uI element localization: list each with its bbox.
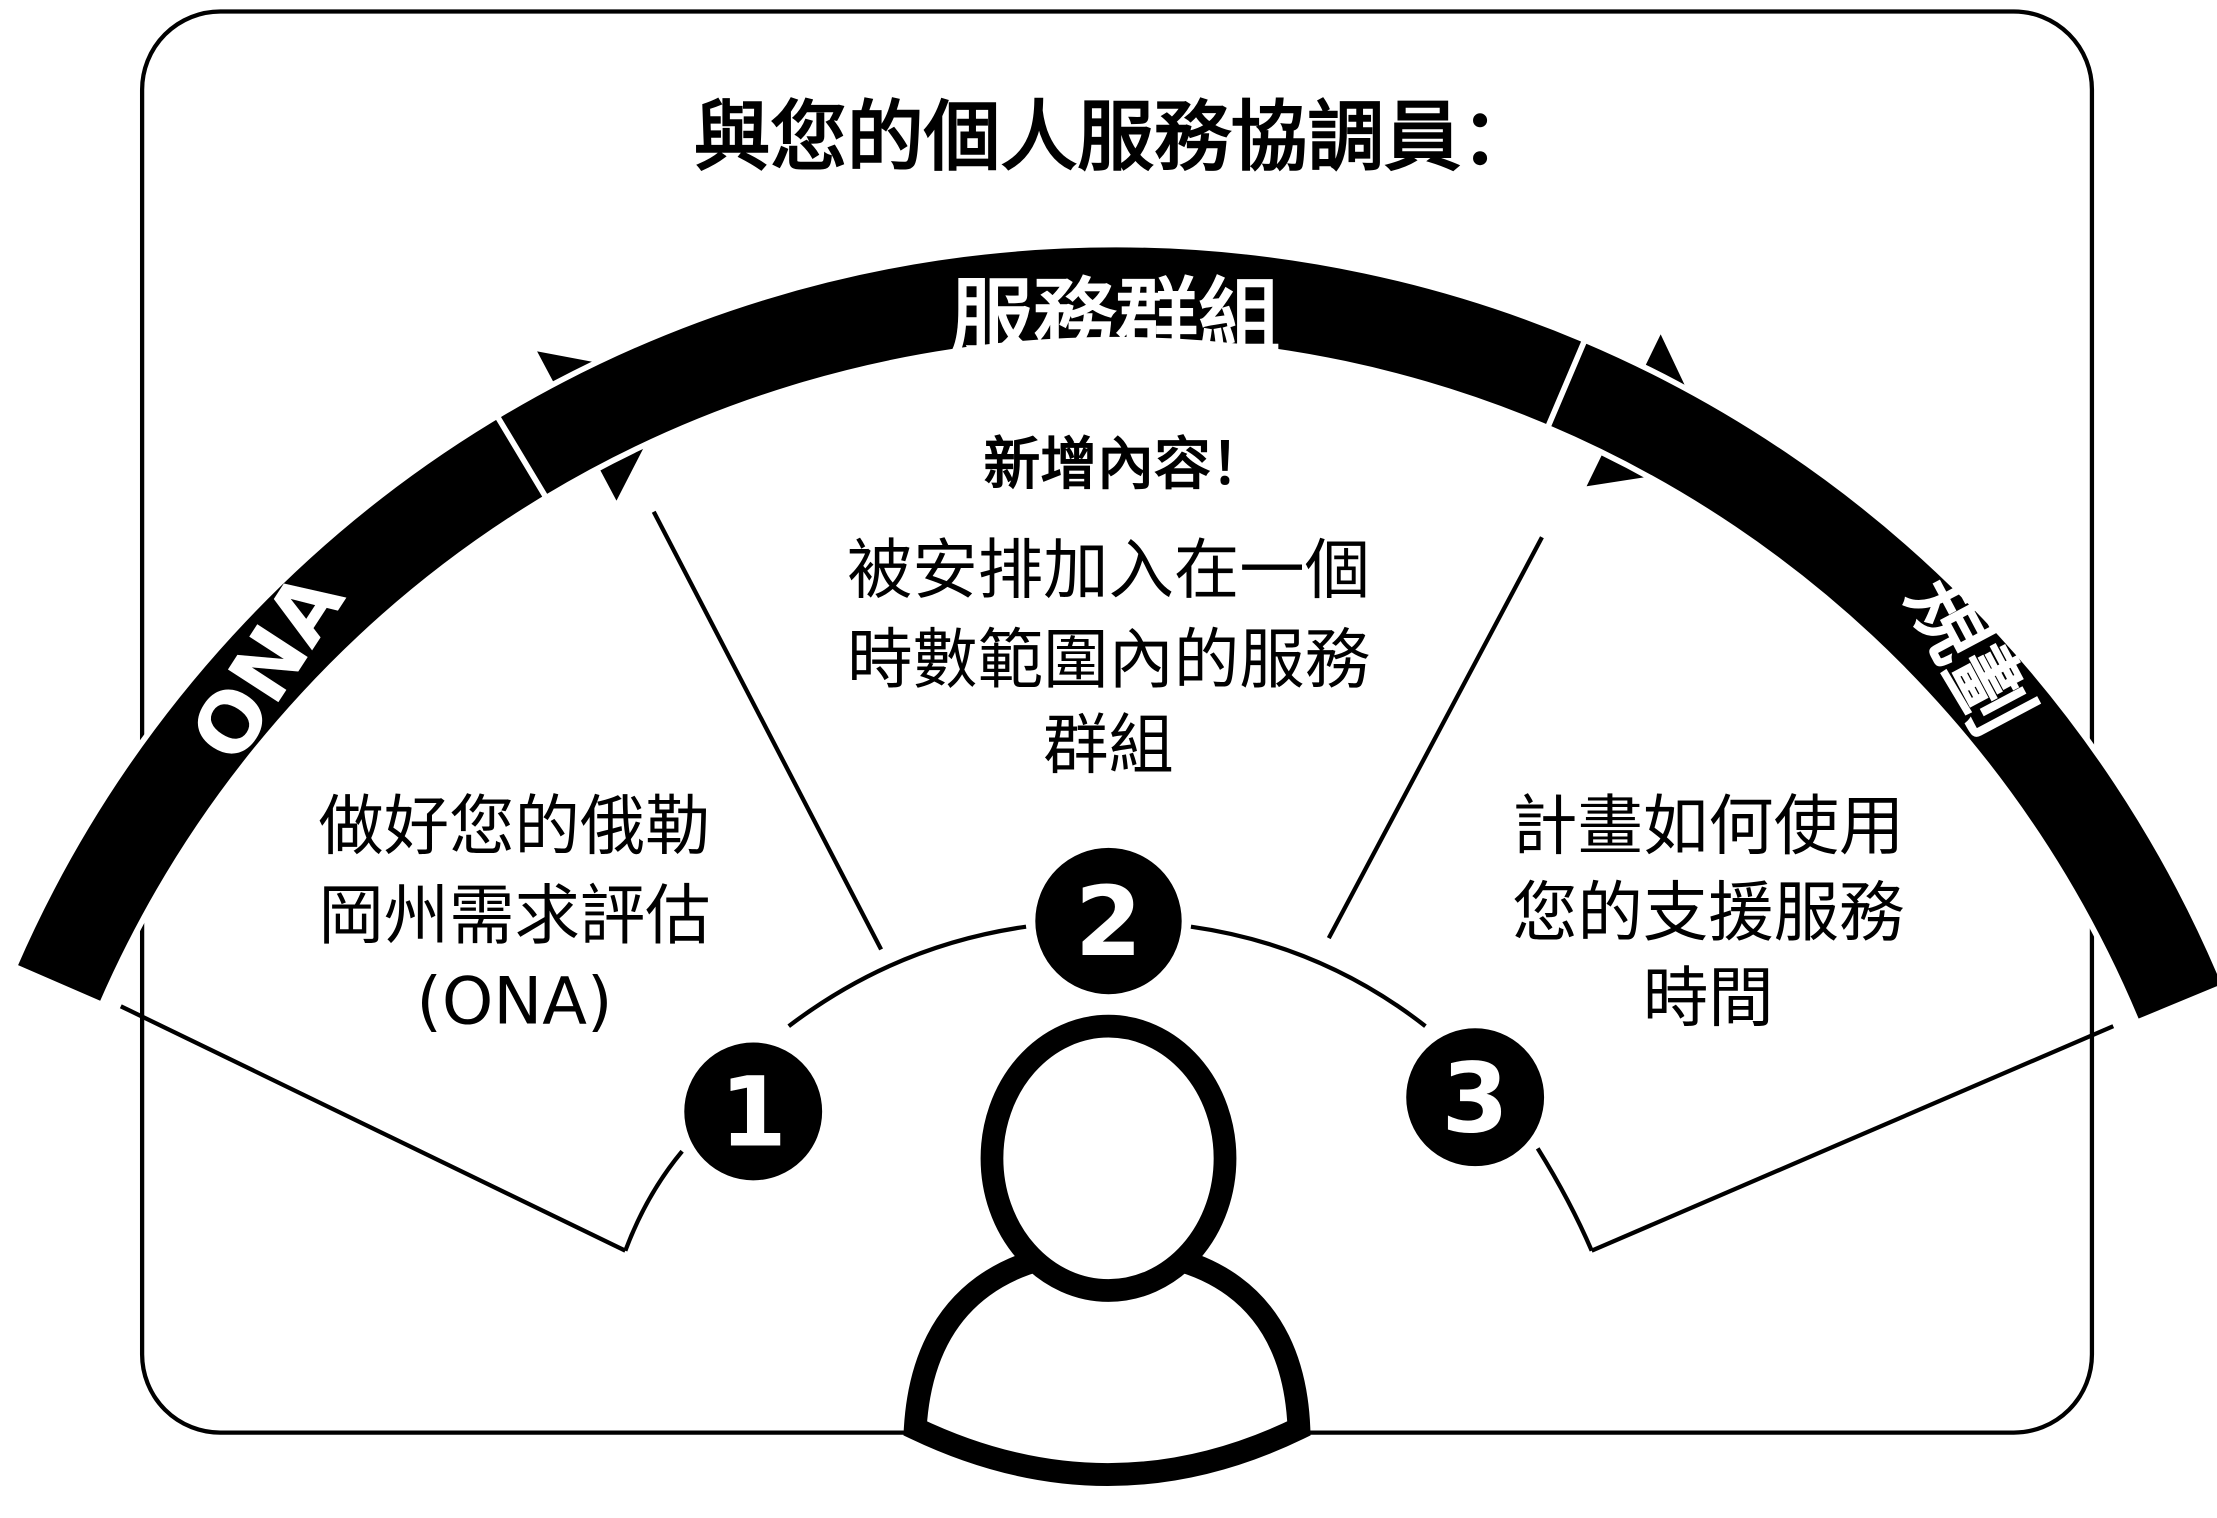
step-1-text: 做好您的俄勒 岡州需求評估 (ONA) — [318, 789, 710, 1040]
divider-left — [651, 510, 884, 951]
left-wedge-bottom — [119, 1004, 627, 1253]
stage-label-service-group: 服務群組 — [951, 269, 1281, 365]
step-2-badge: 2 — [1031, 843, 1186, 999]
step-3-line: 您的支援服務 — [1512, 875, 1904, 951]
step-3-text: 計畫如何使用 您的支援服務 時間 — [1512, 789, 1904, 1037]
arc-segment-planning — [1543, 336, 2217, 1027]
person-head — [980, 1014, 1237, 1302]
connector-2-3 — [1190, 924, 1427, 1028]
left-wedge-curve — [623, 1149, 684, 1252]
new-content-badge: 新增內容！ — [983, 431, 1267, 497]
right-wedge-bottom — [1590, 1024, 2115, 1253]
connector-1-2 — [787, 924, 1027, 1028]
step-1-number: 1 — [720, 1056, 787, 1169]
step-1-badge: 1 — [680, 1038, 827, 1185]
person-body — [903, 1239, 1311, 1486]
step-3-line: 計畫如何使用 — [1512, 789, 1904, 865]
step-2-line: 被安排加入在一個 — [847, 533, 1370, 609]
person-icon — [903, 1014, 1311, 1486]
step-1-line: (ONA) — [416, 963, 612, 1039]
diagram-title: 與您的個人服務協調員： — [694, 94, 1538, 183]
divider-right — [1326, 536, 1544, 940]
step-1-line: 做好您的俄勒 — [318, 789, 710, 865]
process-arc — [10, 241, 2217, 1027]
step-3-number: 3 — [1442, 1041, 1509, 1154]
right-wedge-curve — [1535, 1147, 1594, 1252]
step-2-number: 2 — [1075, 865, 1142, 978]
step-3-badge: 3 — [1401, 1024, 1549, 1171]
step-1-line: 岡州需求評估 — [318, 878, 710, 954]
step-2-line: 時數範圍內的服務 — [847, 622, 1370, 698]
step-2-text: 被安排加入在一個 時數範圍內的服務 群組 — [847, 533, 1370, 784]
step-2-line: 群組 — [1043, 708, 1174, 784]
wedge-outlines — [119, 510, 2115, 1253]
step-3-line: 時間 — [1643, 960, 1774, 1036]
